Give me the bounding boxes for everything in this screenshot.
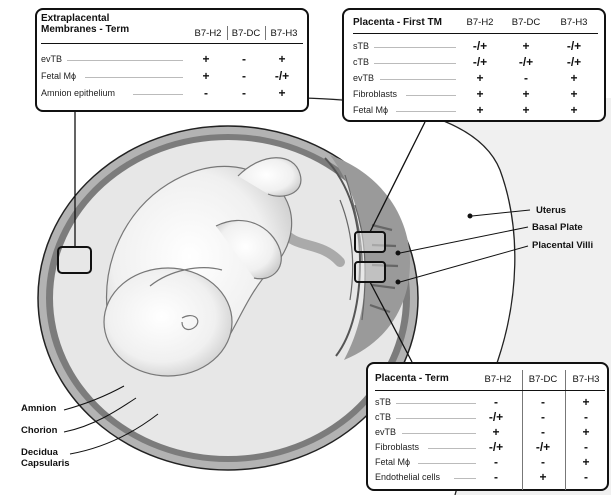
header-rule bbox=[353, 33, 598, 34]
label-basal-plate: Basal Plate bbox=[532, 222, 583, 233]
value-cell: + bbox=[186, 70, 226, 82]
value-cell: + bbox=[506, 40, 546, 52]
row-leader bbox=[418, 463, 476, 464]
value-cell: - bbox=[224, 70, 264, 82]
first-tm-callout-box bbox=[355, 232, 385, 252]
header-rule bbox=[41, 43, 303, 44]
row-leader bbox=[396, 403, 476, 404]
row-leader bbox=[396, 418, 476, 419]
table-term: Placenta - Term B7-H2 B7-DC B7-H3 sTB - … bbox=[366, 362, 609, 491]
label-amnion: Amnion bbox=[21, 403, 56, 414]
row-label: Amnion epithelium bbox=[41, 88, 115, 98]
value-cell: - bbox=[506, 72, 546, 84]
table-title: Placenta - Term bbox=[375, 373, 449, 384]
value-cell: - bbox=[523, 426, 563, 438]
value-cell: + bbox=[523, 471, 563, 483]
table-title: Placenta - First TM bbox=[353, 17, 442, 28]
row-leader bbox=[428, 448, 476, 449]
row-leader bbox=[67, 60, 183, 61]
table-first-tm: Placenta - First TM B7-H2 B7-DC B7-H3 sT… bbox=[342, 8, 606, 122]
value-cell: - bbox=[224, 87, 264, 99]
column-header: B7-DC bbox=[506, 17, 546, 28]
row-label: cTB bbox=[353, 57, 369, 67]
value-cell: - bbox=[476, 396, 516, 408]
value-cell: - bbox=[523, 411, 563, 423]
value-cell: - bbox=[566, 441, 606, 453]
value-cell: + bbox=[262, 87, 302, 99]
value-cell: -/+ bbox=[262, 70, 302, 82]
row-leader bbox=[454, 478, 476, 479]
row-leader bbox=[85, 77, 183, 78]
column-header: B7-H3 bbox=[566, 374, 606, 385]
row-label: Fetal Mϕ bbox=[41, 71, 76, 81]
value-cell: - bbox=[566, 471, 606, 483]
column-header: B7-H2 bbox=[460, 17, 500, 28]
value-cell: + bbox=[554, 72, 594, 84]
column-divider bbox=[265, 26, 266, 40]
value-cell: - bbox=[523, 456, 563, 468]
value-cell: - bbox=[224, 53, 264, 65]
value-cell: + bbox=[506, 104, 546, 116]
row-label: Fetal Mϕ bbox=[353, 105, 388, 115]
value-cell: -/+ bbox=[476, 411, 516, 423]
row-label: Fetal Mϕ bbox=[375, 457, 410, 467]
value-cell: - bbox=[566, 411, 606, 423]
row-leader bbox=[406, 95, 456, 96]
value-cell: + bbox=[506, 88, 546, 100]
value-cell: + bbox=[566, 396, 606, 408]
row-leader bbox=[374, 47, 456, 48]
label-placental-villi: Placental Villi bbox=[532, 240, 593, 251]
value-cell: -/+ bbox=[506, 56, 546, 68]
row-label: evTB bbox=[41, 54, 62, 64]
value-cell: + bbox=[566, 426, 606, 438]
term-callout-box bbox=[355, 262, 385, 282]
row-leader bbox=[374, 63, 456, 64]
row-leader bbox=[133, 94, 183, 95]
row-label: sTB bbox=[353, 41, 369, 51]
value-cell: + bbox=[566, 456, 606, 468]
value-cell: -/+ bbox=[460, 56, 500, 68]
value-cell: -/+ bbox=[476, 441, 516, 453]
column-header: B7-H2 bbox=[188, 28, 228, 39]
value-cell: + bbox=[554, 88, 594, 100]
column-header: B7-DC bbox=[226, 28, 266, 39]
value-cell: + bbox=[460, 88, 500, 100]
value-cell: + bbox=[554, 104, 594, 116]
table-membranes: Extraplacental Membranes - Term B7-H2 B7… bbox=[35, 8, 309, 112]
table-title: Extraplacental Membranes - Term bbox=[41, 13, 129, 35]
column-header: B7-H3 bbox=[554, 17, 594, 28]
label-chorion: Chorion bbox=[21, 425, 57, 436]
row-label: Fibroblasts bbox=[375, 442, 419, 452]
row-leader bbox=[402, 433, 476, 434]
column-header: B7-H2 bbox=[478, 374, 518, 385]
row-label: Endothelial cells bbox=[375, 472, 440, 482]
value-cell: + bbox=[186, 53, 226, 65]
value-cell: - bbox=[476, 471, 516, 483]
value-cell: - bbox=[476, 456, 516, 468]
header-rule bbox=[375, 390, 605, 391]
label-uterus: Uterus bbox=[536, 205, 566, 216]
column-divider bbox=[227, 26, 228, 40]
row-leader bbox=[396, 111, 456, 112]
value-cell: + bbox=[460, 72, 500, 84]
value-cell: - bbox=[523, 396, 563, 408]
value-cell: -/+ bbox=[554, 56, 594, 68]
row-label: Fibroblasts bbox=[353, 89, 397, 99]
row-label: sTB bbox=[375, 397, 391, 407]
row-leader bbox=[380, 79, 456, 80]
column-header: B7-DC bbox=[523, 374, 563, 385]
value-cell: -/+ bbox=[554, 40, 594, 52]
value-cell: -/+ bbox=[460, 40, 500, 52]
label-decidua-capsularis: Decidua Capsularis bbox=[21, 447, 70, 469]
column-header: B7-H3 bbox=[264, 28, 304, 39]
value-cell: -/+ bbox=[523, 441, 563, 453]
row-label: evTB bbox=[375, 427, 396, 437]
value-cell: + bbox=[460, 104, 500, 116]
value-cell: + bbox=[476, 426, 516, 438]
value-cell: - bbox=[186, 87, 226, 99]
row-label: evTB bbox=[353, 73, 374, 83]
row-label: cTB bbox=[375, 412, 391, 422]
value-cell: + bbox=[262, 53, 302, 65]
